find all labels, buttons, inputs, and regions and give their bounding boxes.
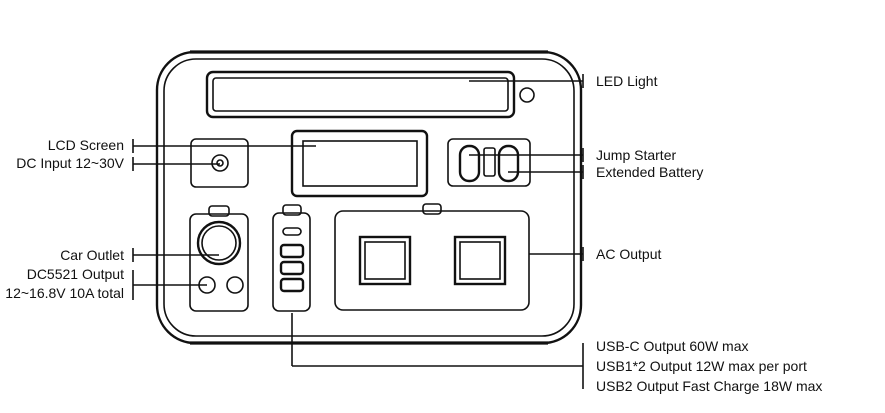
label-dc-input: DC Input 12~30V (16, 155, 124, 171)
label-extended-battery: Extended Battery (596, 164, 703, 180)
usb-c-port-icon (282, 227, 302, 236)
label-lcd-screen: LCD Screen (48, 137, 124, 153)
usb-panel (272, 204, 311, 312)
ac-socket-icon (358, 235, 412, 286)
label-jump-starter: Jump Starter (596, 147, 676, 163)
usb-a-port-icon (279, 243, 305, 259)
label-led-light: LED Light (596, 73, 658, 89)
jump-starter-panel (447, 138, 531, 187)
dc5521-port-icon (226, 276, 244, 294)
label-dc5521-output: DC5521 Output (27, 266, 124, 282)
dc-input-port (190, 138, 249, 188)
label-car-outlet: Car Outlet (60, 247, 124, 263)
label-usb2: USB2 Output Fast Charge 18W max (596, 378, 822, 394)
labels-left: LCD Screen DC Input 12~30V Car Outlet DC… (5, 137, 124, 301)
label-usb-c: USB-C Output 60W max (596, 338, 749, 354)
usb-a-port-icon (279, 260, 305, 276)
device-body (155, 50, 583, 345)
jump-starter-port-icon (458, 144, 481, 183)
lcd-screen (290, 129, 429, 198)
led-indicator-icon (519, 87, 535, 103)
usb-a-port-icon (279, 277, 305, 293)
label-usb1: USB1*2 Output 12W max per port (596, 358, 807, 374)
labels-right: LED Light Jump Starter Extended Battery … (596, 73, 703, 262)
car-outlet-panel (189, 205, 249, 312)
ac-output-panel (334, 203, 530, 311)
labels-bottom: USB-C Output 60W max USB1*2 Output 12W m… (596, 338, 822, 394)
label-dc5521-spec: 12~16.8V 10A total (5, 285, 124, 301)
ac-socket-icon (453, 235, 507, 286)
leader-lines (132, 74, 584, 389)
label-ac-output: AC Output (596, 246, 661, 262)
led-light-bar (205, 70, 535, 119)
extended-battery-port-icon (497, 144, 520, 183)
car-outlet-icon (196, 220, 242, 266)
